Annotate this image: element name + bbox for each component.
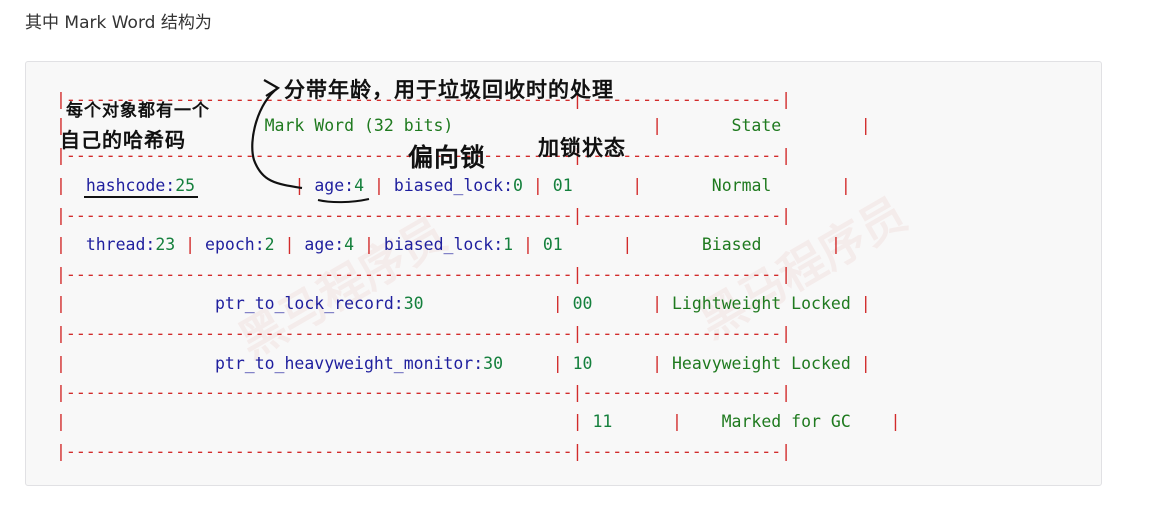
underline-age bbox=[317, 198, 370, 204]
table-border: |---------------------------------------… bbox=[56, 90, 792, 109]
table-border: |---------------------------------------… bbox=[56, 324, 792, 343]
field-bits: 4 bbox=[354, 176, 365, 195]
field-name: age bbox=[304, 235, 335, 254]
table-row: | thread:23 | epoch:2 | age:4 | biased_l… bbox=[56, 235, 841, 254]
table-border: |---------------------------------------… bbox=[56, 442, 792, 461]
lock-bits: 01 bbox=[552, 176, 573, 195]
table-border: |---------------------------------------… bbox=[56, 206, 792, 225]
biased-lock-annotation: 偏向锁 bbox=[408, 143, 487, 172]
arrow-stroke bbox=[251, 87, 303, 190]
field-name: biased_lock bbox=[383, 235, 494, 254]
table-row: | ptr_to_heavyweight_monitor:30 | 10 | H… bbox=[56, 354, 871, 373]
field-bits: 0 bbox=[513, 176, 523, 195]
field-bits: 30 bbox=[483, 354, 504, 373]
field-name: thread bbox=[85, 235, 146, 254]
intro-text: 其中 Mark Word 结构为 bbox=[25, 13, 212, 33]
field-bits: 1 bbox=[503, 235, 514, 254]
field-bits: 30 bbox=[403, 294, 424, 313]
mark-word-table: |---------------------------------------… bbox=[26, 62, 1101, 485]
header-left: Mark Word (32 bits) bbox=[264, 116, 454, 135]
field-bits: 4 bbox=[344, 235, 355, 254]
table-row: | | 11 | Marked for GC | bbox=[56, 412, 901, 431]
header-state: State bbox=[731, 116, 782, 135]
field-name: biased_lock bbox=[393, 176, 504, 195]
age-annotation: 分带年龄，用于垃圾回收时的处理 bbox=[284, 78, 614, 102]
annotation-strokes bbox=[84, 79, 370, 204]
field-name: ptr_to_lock_record bbox=[214, 294, 394, 313]
field-bits: 23 bbox=[155, 235, 176, 254]
field-bits: 2 bbox=[264, 235, 275, 254]
field-name: ptr_to_heavyweight_monitor bbox=[214, 354, 474, 373]
table-row: | Mark Word (32 bits) | State | bbox=[56, 116, 871, 135]
arrow-head bbox=[263, 79, 281, 97]
field-name: hashcode bbox=[85, 176, 166, 195]
field-name: age bbox=[314, 176, 345, 195]
field-name: epoch bbox=[205, 235, 255, 254]
state-label: Normal bbox=[711, 176, 772, 195]
state-label: Heavyweight Locked bbox=[671, 354, 851, 373]
state-label: Biased bbox=[701, 235, 762, 254]
code-block: 黑马程序员 黑马程序员 |---------------------------… bbox=[25, 61, 1102, 486]
table-border: |---------------------------------------… bbox=[56, 146, 792, 165]
table-row: | hashcode:25 | age:4 | biased_lock:0 | … bbox=[56, 176, 851, 195]
lock-bits: 00 bbox=[572, 294, 593, 313]
hashcode-annotation-line1: 每个对象都有一个 bbox=[66, 101, 210, 121]
state-label: Lightweight Locked bbox=[671, 294, 851, 313]
lock-bits: 11 bbox=[592, 412, 613, 431]
lock-state-annotation: 加锁状态 bbox=[538, 136, 626, 160]
hashcode-annotation-line2: 自己的哈希码 bbox=[60, 128, 186, 152]
state-label: Marked for GC bbox=[721, 412, 851, 431]
table-row: | ptr_to_lock_record:30 | 00 | Lightweig… bbox=[56, 294, 871, 313]
table-border: |---------------------------------------… bbox=[56, 265, 792, 284]
lock-bits: 10 bbox=[572, 354, 593, 373]
field-bits: 25 bbox=[175, 176, 196, 195]
lock-bits: 01 bbox=[542, 235, 563, 254]
table-border: |---------------------------------------… bbox=[56, 383, 792, 402]
